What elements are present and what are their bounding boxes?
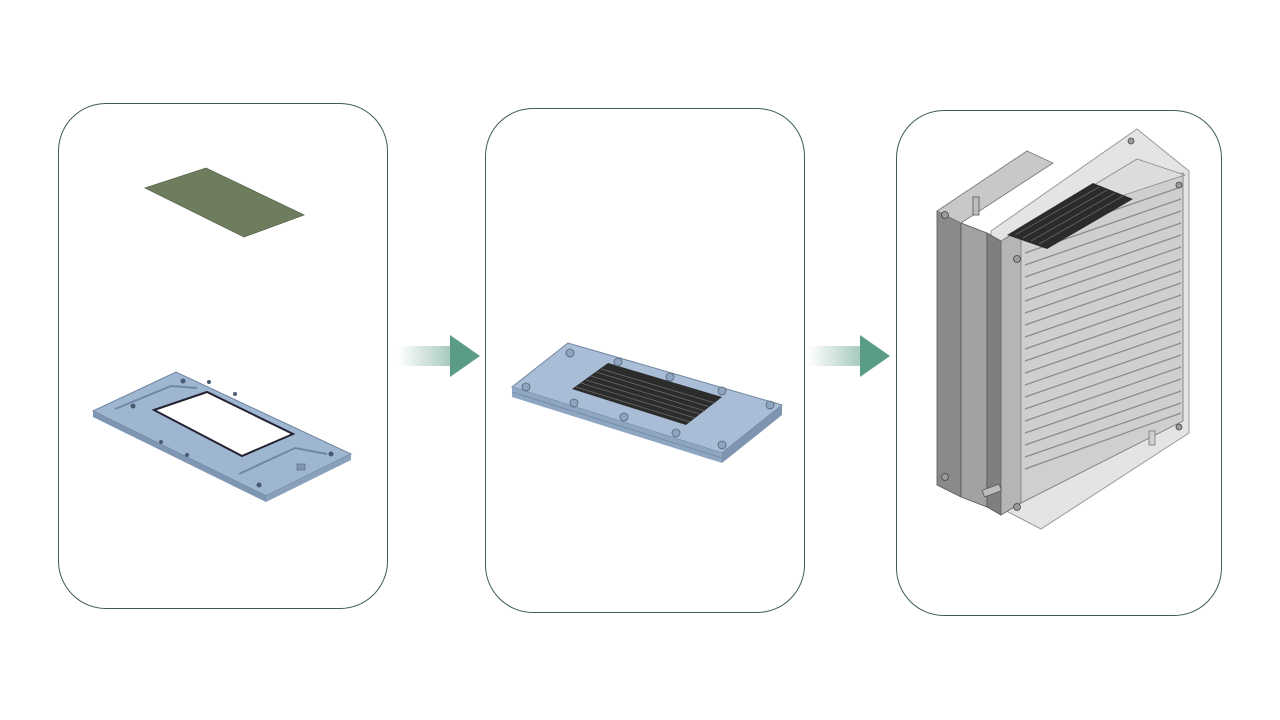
stage-3-panel: [896, 110, 1222, 616]
stage-2-panel: [485, 108, 805, 613]
assembled-cell-plate: [510, 342, 784, 463]
arrow-right-icon: [808, 335, 890, 377]
stack-cell-lines: [1024, 186, 1182, 470]
stage-1-illustration: [91, 167, 353, 502]
membrane-sheet: [143, 167, 306, 238]
stage-2-illustration: [510, 342, 784, 463]
outlet-fitting: [981, 483, 1002, 498]
arrow-right-icon: [398, 335, 480, 377]
frame-gasket-plate: [91, 371, 353, 502]
inlet-fitting: [972, 196, 980, 216]
cell-stack-module: [936, 128, 1190, 530]
top-channel-window: [1007, 183, 1133, 249]
stage-1-panel: [58, 103, 388, 609]
stage-3-illustration: [936, 128, 1190, 530]
